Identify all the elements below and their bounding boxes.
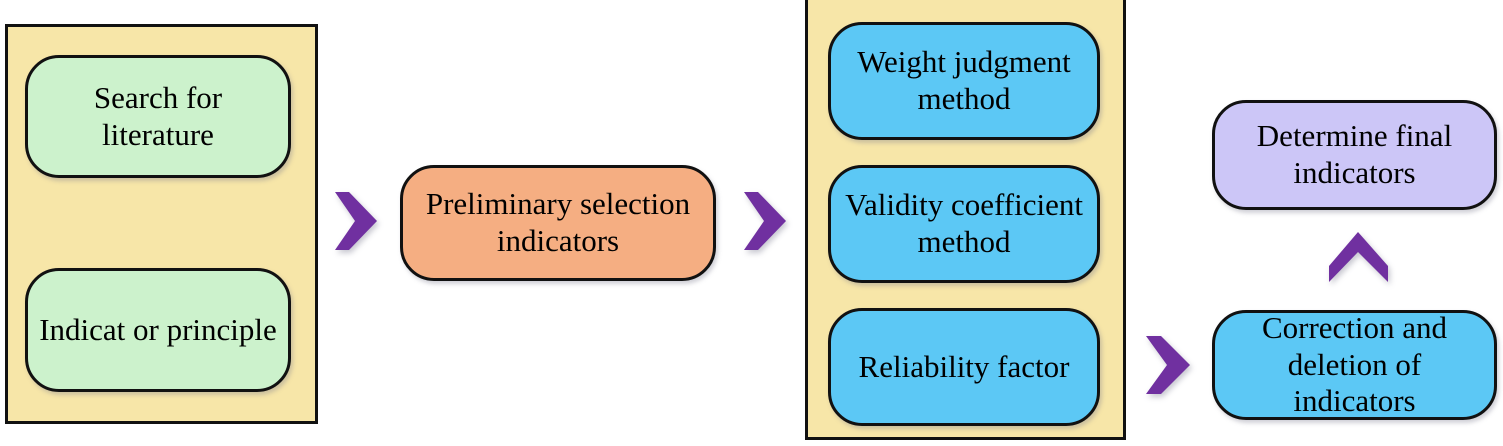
node-determine-final-indicators[interactable]: Determine final indicators (1212, 100, 1497, 210)
node-validity-coefficient-method[interactable]: Validity coefficient method (828, 165, 1100, 283)
node-weight-judgment-method[interactable]: Weight judgment method (828, 22, 1100, 140)
chevron-up-icon-correction-to-final (1325, 230, 1391, 286)
chevron-right-icon-lit-to-prelim (333, 188, 379, 254)
node-indicator-principle[interactable]: Indicat or principle (25, 268, 291, 392)
chevron-right-icon-methods-to-correction (1143, 332, 1193, 398)
chevron-right-icon-prelim-to-methods (742, 188, 788, 254)
node-search-literature[interactable]: Search for literature (25, 55, 291, 178)
node-preliminary-selection[interactable]: Preliminary selection indicators (400, 165, 716, 281)
node-reliability-factor[interactable]: Reliability factor (828, 308, 1100, 426)
node-correction-deletion-of-indicators[interactable]: Correction and deletion of indicators (1212, 310, 1497, 420)
